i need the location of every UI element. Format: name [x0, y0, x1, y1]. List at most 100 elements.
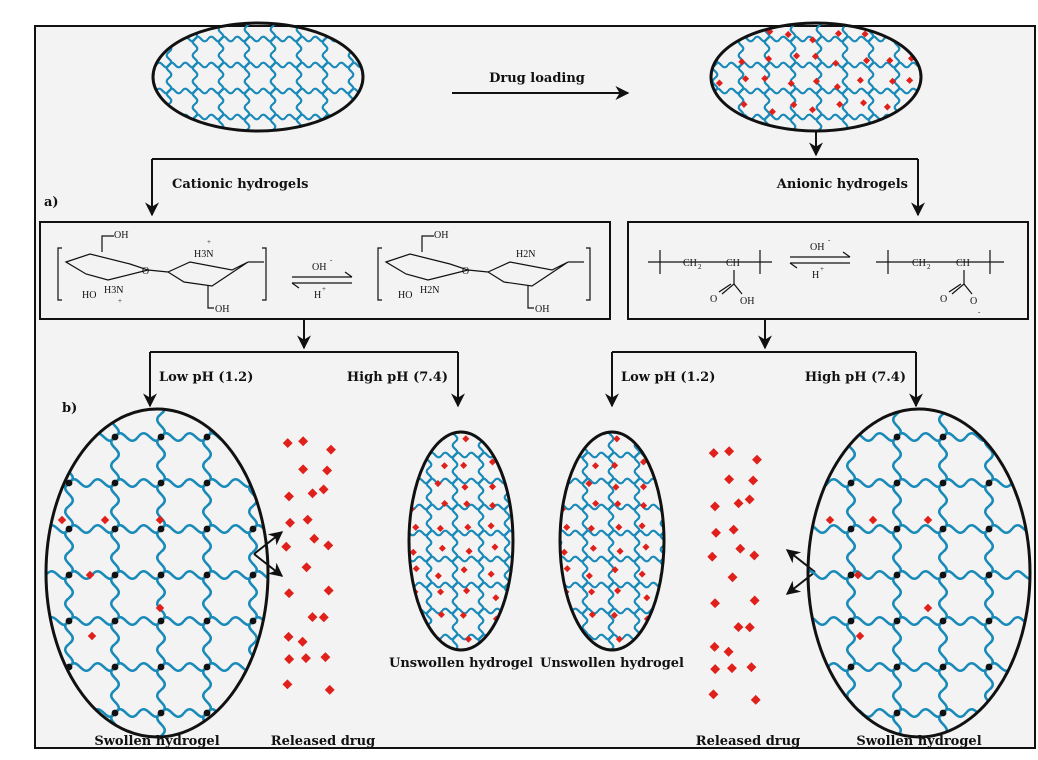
drug-particle — [318, 612, 329, 623]
drug-particle — [856, 76, 864, 84]
drug-particle — [309, 533, 320, 544]
drug-particle — [324, 684, 335, 695]
svg-text:H2N: H2N — [516, 249, 535, 260]
drug-particle — [761, 74, 769, 83]
drug-particle — [750, 694, 761, 705]
drug-particle — [707, 551, 718, 562]
svg-text:HO: HO — [82, 290, 96, 301]
svg-text:CH: CH — [912, 258, 926, 269]
anionic-equation-box: CH 2 CH O OH OH - H + CH 2 CH O O - — [627, 221, 1029, 320]
drug-particle — [434, 480, 442, 488]
unswollen-hydrogel-left — [407, 430, 515, 652]
drug-particle — [437, 588, 445, 596]
drug-particle — [301, 562, 312, 573]
drug-particle — [889, 77, 897, 85]
drug-particle — [711, 527, 721, 538]
drug-particle — [307, 612, 318, 623]
swollen-hydrogel-left — [44, 407, 270, 739]
drug-particle — [611, 461, 619, 469]
drug-particle — [793, 52, 801, 60]
svg-text:OH: OH — [114, 230, 128, 241]
drug-particle — [868, 515, 878, 525]
svg-text:-: - — [978, 308, 981, 316]
drug-particle — [863, 56, 871, 65]
svg-text:H3N: H3N — [194, 249, 213, 260]
drug-particle — [284, 491, 294, 502]
svg-text:-: - — [330, 256, 333, 264]
drug-particle — [638, 570, 646, 578]
drug-particle — [587, 524, 595, 532]
drug-particle — [859, 99, 868, 107]
drug-particle — [563, 523, 571, 531]
high-ph-right-label: High pH (7.4) — [805, 370, 906, 385]
drug-particle — [440, 462, 449, 470]
drug-particle — [752, 454, 762, 465]
svg-text:HO: HO — [398, 290, 412, 301]
drug-particle — [412, 523, 420, 531]
swollen-right-label: Swollen hydrogel — [856, 734, 981, 749]
drug-particle — [281, 541, 292, 552]
high-ph-left-label: High pH (7.4) — [347, 370, 448, 385]
svg-text:OH: OH — [215, 304, 229, 315]
drug-particle — [723, 646, 734, 657]
drug-particle — [710, 501, 720, 512]
svg-text:+: + — [322, 285, 326, 293]
svg-text:+: + — [118, 297, 122, 305]
drug-particle — [613, 435, 621, 443]
released-left-label: Released drug — [271, 734, 375, 749]
drug-particle — [459, 611, 467, 619]
drug-particle — [462, 435, 470, 443]
drug-particle — [283, 631, 294, 642]
drug-particle — [438, 544, 446, 552]
released-drug-right — [707, 446, 762, 705]
svg-text:CH: CH — [726, 258, 740, 269]
drug-particle — [560, 548, 568, 556]
svg-text:H2N: H2N — [420, 285, 439, 296]
drug-particle — [724, 474, 735, 485]
drug-particle — [855, 631, 865, 641]
drug-particle — [724, 446, 735, 457]
swollen-hydrogel-right — [806, 407, 1032, 739]
swollen-left-label: Swollen hydrogel — [94, 734, 219, 749]
drug-particle — [437, 611, 445, 619]
drug-particle — [768, 108, 776, 116]
drug-particle — [708, 689, 719, 700]
svg-text:CH: CH — [956, 258, 970, 269]
drug-particle — [825, 515, 835, 525]
cationic-label: Cationic hydrogels — [172, 177, 308, 192]
drug-particle — [610, 611, 618, 619]
drug-particle — [297, 636, 308, 647]
unswollen-right-label: Unswollen hydrogel — [540, 656, 684, 671]
drug-particle — [738, 58, 746, 66]
cationic-equation-box: OH HO H3N + H3N + OH O OH - H + OH HO H2… — [39, 221, 611, 320]
drug-particle — [749, 595, 760, 606]
svg-text:2: 2 — [698, 263, 702, 271]
drug-particle — [588, 611, 596, 619]
drug-particle — [740, 100, 748, 108]
drug-particle — [585, 572, 593, 580]
drug-particle — [412, 565, 420, 573]
drug-particle — [298, 464, 309, 475]
drug-particle — [592, 499, 600, 508]
drug-particle — [307, 488, 318, 499]
drug-particle — [465, 547, 473, 555]
drug-particle — [282, 438, 293, 449]
drug-particle — [883, 103, 891, 111]
drug-particle — [488, 483, 497, 491]
drug-particle — [748, 475, 759, 486]
drug-particle — [492, 594, 500, 602]
drug-particle — [923, 515, 933, 525]
drug-particle — [491, 543, 499, 551]
drug-particle — [746, 662, 757, 673]
drug-particle — [326, 444, 336, 455]
drug-particle — [409, 548, 417, 556]
released-right-label: Released drug — [696, 734, 800, 749]
drug-particle — [464, 523, 472, 531]
empty-hydrogel — [151, 21, 365, 133]
svg-text:-: - — [828, 236, 831, 244]
drug-particle — [323, 585, 334, 596]
drug-particle — [615, 635, 623, 643]
svg-text:OH: OH — [535, 304, 549, 315]
